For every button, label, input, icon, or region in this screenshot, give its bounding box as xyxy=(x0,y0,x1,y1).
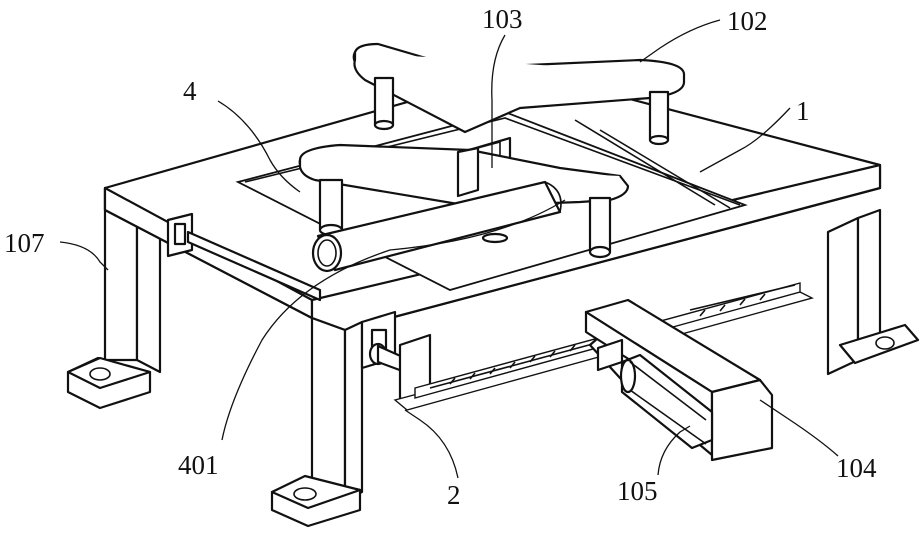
callout-104: 104 xyxy=(836,455,877,482)
callout-103: 103 xyxy=(482,6,523,33)
callout-1: 1 xyxy=(796,98,810,125)
callout-105: 105 xyxy=(617,478,658,505)
callout-4: 4 xyxy=(183,78,197,105)
callout-2: 2 xyxy=(447,482,461,509)
front-left-leg xyxy=(272,318,362,526)
right-back-leg xyxy=(828,210,918,374)
callout-107: 107 xyxy=(4,230,45,257)
callout-401: 401 xyxy=(178,452,219,479)
callout-102: 102 xyxy=(727,8,768,35)
